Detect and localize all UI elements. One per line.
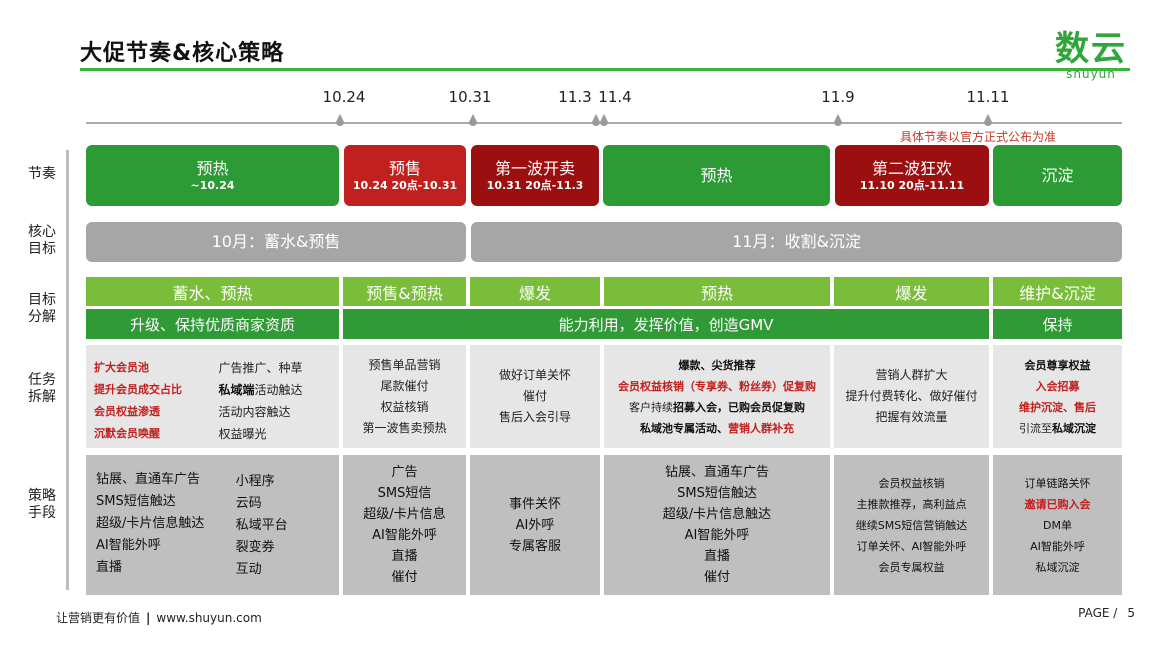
row-label-strategy: 策略手段 <box>28 488 56 521</box>
row-label-rhythm: 节奏 <box>28 166 56 182</box>
task-cell: 做好订单关怀催付售后入会引导 <box>470 345 600 448</box>
page-title: 大促节奏&核心策略 <box>80 41 285 66</box>
timeline-date: 11.11 <box>966 88 1010 106</box>
footer-slogan: 让营销更有价值|www.shuyun.com <box>56 611 262 625</box>
breakdown-goal: 能力利用，发挥价值，创造GMV <box>343 309 989 339</box>
timeline-marker-icon <box>834 114 842 126</box>
task-cell: 会员尊享权益 入会招募 维护沉淀、售后 引流至私域沉淀 <box>993 345 1122 448</box>
footer-url: www.shuyun.com <box>156 611 262 625</box>
timeline-marker-icon <box>592 114 600 126</box>
rhythm-phase: 沉淀 <box>993 145 1122 206</box>
timeline-date: 11.3 <box>558 88 592 106</box>
timeline-date: 11.4 <box>598 88 632 106</box>
timeline-marker-icon <box>336 114 344 126</box>
logo: 数云 shuyun <box>1055 30 1127 80</box>
breakdown-goal: 保持 <box>993 309 1122 339</box>
task-cell: 爆款、尖货推荐 会员权益核销（专享券、粉丝券）促复购 客户持续招募入会，已购会员… <box>604 345 830 448</box>
title-divider <box>80 68 1130 71</box>
timeline-note: 具体节奏以官方正式公布为准 <box>900 130 1057 144</box>
row-label-goal: 核心目标 <box>28 224 56 257</box>
breakdown-stage: 蓄水、预热 <box>86 277 339 306</box>
breakdown-stage: 预热 <box>604 277 830 306</box>
breakdown-goal: 升级、保持优质商家资质 <box>86 309 339 339</box>
strategy-cell: 会员权益核销主推款推荐，高利益点继续SMS短信营销触达 订单关怀、AI智能外呼会… <box>834 455 989 595</box>
task-cell: 营销人群扩大提升付费转化、做好催付把握有效流量 <box>834 345 989 448</box>
timeline-date: 10.24 <box>322 88 366 106</box>
breakdown-stage: 维护&沉淀 <box>993 277 1122 306</box>
logo-sub: shuyun <box>1066 67 1116 81</box>
breakdown-stage: 爆发 <box>834 277 989 306</box>
goal-november: 11月：收割&沉淀 <box>471 222 1122 262</box>
timeline-marker-icon <box>600 114 608 126</box>
goal-october: 10月：蓄水&预售 <box>86 222 466 262</box>
task-cell: 扩大会员池 提升会员成交占比 会员权益渗透 沉默会员唤醒 广告推广、种草 私域端… <box>86 345 339 448</box>
timeline-date: 10.31 <box>448 88 492 106</box>
breakdown-stage: 爆发 <box>470 277 600 306</box>
row-label-breakdown: 目标分解 <box>28 292 56 325</box>
timeline-marker-icon <box>984 114 992 126</box>
strategy-cell: 钻展、直通车广告 SMS短信触达 超级/卡片信息触达 AI智能外呼 直播 小程序… <box>86 455 339 595</box>
rhythm-phase: 预热 <box>603 145 830 206</box>
timeline-marker-icon <box>469 114 477 126</box>
left-divider <box>66 150 69 590</box>
row-label-tasks: 任务拆解 <box>28 372 56 405</box>
logo-main: 数云 <box>1055 29 1127 69</box>
page-number: PAGE /5 <box>1078 606 1135 620</box>
rhythm-phase: 预热~10.24 <box>86 145 339 206</box>
task-cell: 预售单品营销尾款催付权益核销第一波售卖预热 <box>343 345 466 448</box>
timeline-date: 11.9 <box>821 88 855 106</box>
breakdown-stage: 预售&预热 <box>343 277 466 306</box>
